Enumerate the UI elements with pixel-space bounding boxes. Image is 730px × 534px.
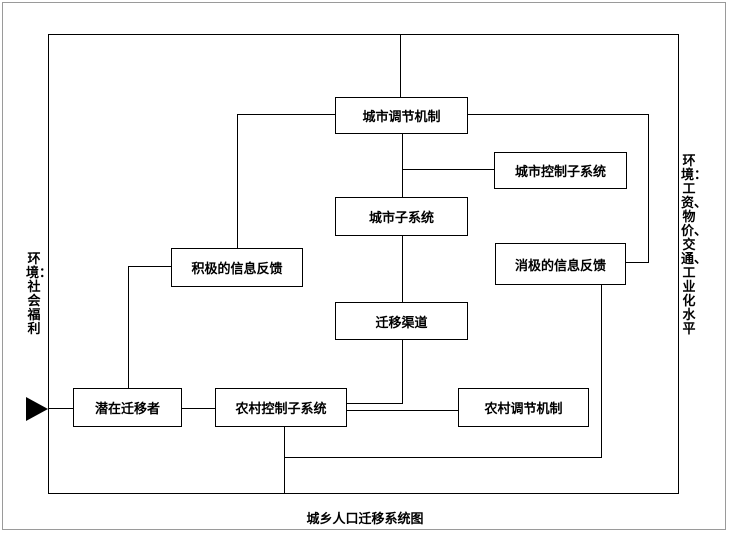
connector xyxy=(468,114,649,115)
input-arrow-icon xyxy=(26,397,48,421)
connector xyxy=(237,114,238,248)
rural-regulation-node: 农村调节机制 xyxy=(458,388,589,427)
connector xyxy=(182,408,215,409)
system-boundary-left xyxy=(48,34,49,494)
connector xyxy=(347,410,458,411)
potential-migrants-node: 潜在迁移者 xyxy=(73,388,182,427)
connector xyxy=(402,340,403,403)
connector xyxy=(128,266,171,267)
city-subsystem-node: 城市子系统 xyxy=(335,197,468,236)
migration-channel-node: 迁移渠道 xyxy=(335,302,468,340)
system-boundary-right xyxy=(678,34,679,494)
city-control-subsystem-node: 城市控制子系统 xyxy=(494,152,627,189)
system-boundary-bottom xyxy=(48,493,679,494)
right-environment-label: 环境：工资、物价、交通、工业化水平 xyxy=(681,154,708,337)
connector xyxy=(402,236,403,302)
connector xyxy=(402,134,403,197)
negative-feedback-node: 消极的信息反馈 xyxy=(495,243,626,285)
connector xyxy=(626,262,649,263)
connector xyxy=(284,457,602,458)
connector xyxy=(48,408,73,409)
system-boundary-top xyxy=(48,34,679,35)
rural-control-subsystem-node: 农村控制子系统 xyxy=(215,388,347,427)
connector xyxy=(128,266,129,388)
diagram-caption: 城乡人口迁移系统图 xyxy=(306,512,424,527)
connector xyxy=(648,114,649,262)
city-regulation-node: 城市调节机制 xyxy=(335,97,468,134)
connector xyxy=(284,427,285,493)
positive-feedback-node: 积极的信息反馈 xyxy=(171,248,303,287)
connector xyxy=(402,169,494,170)
connector xyxy=(347,403,403,404)
left-environment-label: 环境：社会福利 xyxy=(26,252,53,337)
connector xyxy=(400,34,401,97)
connector xyxy=(237,114,335,115)
connector xyxy=(601,285,602,458)
